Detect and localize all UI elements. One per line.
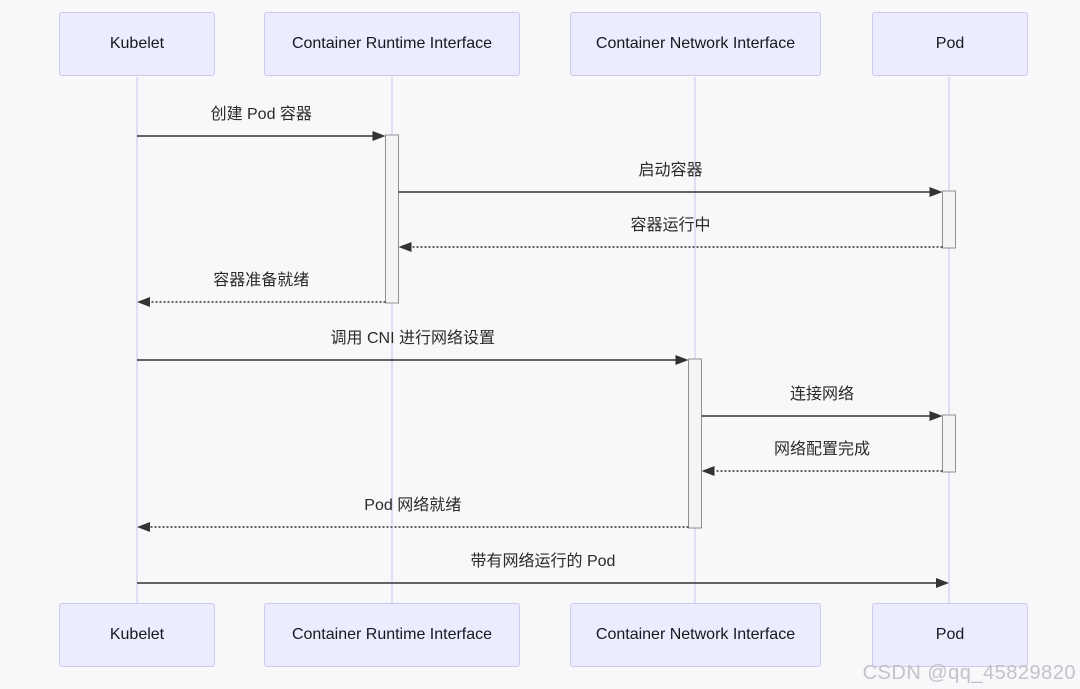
- message-arrowhead-6: [701, 466, 715, 476]
- message-label-8: 带有网络运行的 Pod: [471, 551, 616, 570]
- activation-bar-pod: [942, 190, 956, 249]
- actor-box-kubelet-top: Kubelet: [59, 12, 215, 76]
- message-arrowhead-8: [936, 578, 949, 588]
- message-label-7: Pod 网络就绪: [364, 495, 461, 514]
- message-arrowhead-5: [929, 411, 943, 421]
- actor-box-cni-bottom: Container Network Interface: [570, 603, 821, 667]
- message-label-3: 容器准备就绪: [213, 271, 309, 289]
- actor-box-cni-top: Container Network Interface: [570, 12, 821, 76]
- message-arrowhead-2: [398, 242, 412, 252]
- actor-box-pod-top: Pod: [872, 12, 1028, 76]
- actor-box-cri-bottom: Container Runtime Interface: [264, 603, 520, 667]
- actor-label-kubelet: Kubelet: [109, 626, 165, 643]
- actor-label-pod: Pod: [935, 35, 965, 52]
- message-arrowhead-4: [675, 355, 689, 365]
- actor-box-pod-bottom: Pod: [872, 603, 1028, 667]
- message-label-0: 创建 Pod 容器: [211, 105, 312, 123]
- activation-bar-cni: [688, 358, 702, 529]
- message-arrowhead-3: [137, 297, 150, 307]
- actor-label-cri: Container Runtime Interface: [291, 626, 493, 643]
- activation-bar-pod: [942, 414, 956, 473]
- message-label-4: 调用 CNI 进行网络设置: [331, 328, 495, 347]
- actor-label-pod: Pod: [935, 626, 965, 643]
- watermark: CSDN @qq_45829820: [862, 662, 1076, 684]
- message-label-6: 网络配置完成: [774, 439, 870, 458]
- message-label-5: 连接网络: [790, 384, 854, 403]
- actor-label-cni: Container Network Interface: [595, 626, 796, 643]
- message-arrowhead-0: [372, 131, 386, 141]
- message-label-2: 容器运行中: [630, 216, 710, 234]
- actor-label-cri: Container Runtime Interface: [291, 35, 493, 52]
- actor-label-kubelet: Kubelet: [109, 35, 165, 52]
- activation-bar-cri: [385, 134, 399, 304]
- actor-label-cni: Container Network Interface: [595, 35, 796, 52]
- actor-box-kubelet-bottom: Kubelet: [59, 603, 215, 667]
- message-arrowhead-1: [929, 187, 943, 197]
- message-arrowhead-7: [137, 522, 150, 532]
- message-label-1: 启动容器: [638, 161, 702, 179]
- actor-box-cri-top: Container Runtime Interface: [264, 12, 520, 76]
